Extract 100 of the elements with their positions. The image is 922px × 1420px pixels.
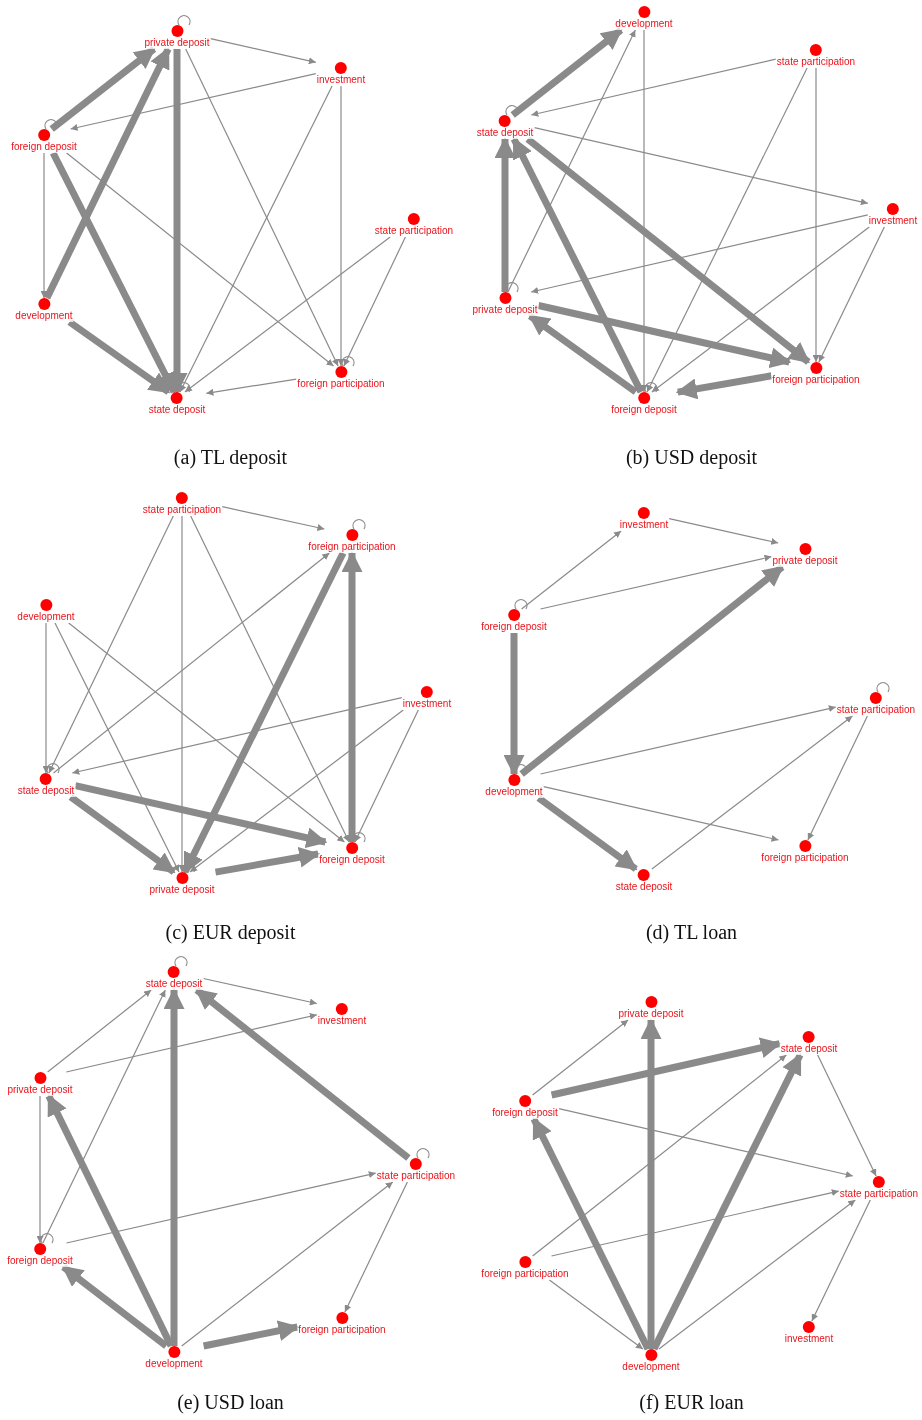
arrow (36, 1095, 44, 1244)
node-label: state deposit (147, 404, 207, 416)
arrow (532, 1019, 629, 1096)
arrow (658, 1199, 856, 1350)
node-label: foreign participation (296, 378, 386, 390)
arrow (65, 1012, 318, 1073)
node-label: development (484, 786, 544, 798)
self-loop (505, 105, 519, 116)
arrow (48, 515, 174, 774)
arrow (532, 1054, 787, 1257)
arrow (163, 987, 185, 1346)
node-label: investment (867, 215, 919, 227)
arrow (811, 1199, 871, 1322)
arrow (640, 1017, 662, 1349)
node-label: foreign deposit (610, 404, 678, 416)
arrow (510, 137, 645, 394)
node-label: state participation (835, 704, 917, 716)
node-label: private deposit (148, 884, 216, 896)
arrow (70, 73, 317, 131)
arrow (539, 705, 837, 775)
node-label: state deposit (144, 978, 204, 990)
self-loop (352, 832, 366, 843)
arrow (537, 302, 792, 369)
arrow (65, 1171, 377, 1244)
arrow (550, 1037, 782, 1099)
arrow (71, 697, 403, 775)
arrow (807, 715, 868, 841)
self-loop (44, 119, 58, 130)
arrow (510, 27, 624, 118)
self-loop (46, 763, 60, 774)
arrow (221, 506, 325, 531)
arrow (343, 236, 406, 367)
node-label: private deposit (617, 1008, 685, 1020)
node-label: private deposit (471, 304, 539, 316)
arrow (54, 622, 180, 873)
node-label: private deposit (143, 37, 211, 49)
self-loop (177, 15, 191, 26)
node-label: state deposit (614, 881, 674, 893)
self-loop (352, 519, 366, 530)
node-label: state deposit (475, 127, 535, 139)
arrow (539, 554, 773, 610)
arrow (43, 47, 172, 300)
node-label: foreign participation (480, 1268, 570, 1280)
figure-caption: (a) TL deposit (173, 445, 288, 469)
arrow (354, 709, 419, 843)
node-label: state deposit (779, 1043, 839, 1055)
arrow (527, 313, 638, 395)
arrow (530, 214, 869, 294)
arrow (185, 48, 339, 367)
arrow (521, 530, 622, 610)
arrow (52, 552, 330, 774)
node-label: investment (316, 1015, 368, 1027)
arrow (550, 1189, 840, 1257)
arrow (179, 85, 333, 393)
node-label: investment (618, 519, 670, 531)
node-label: state participation (141, 504, 223, 516)
arrow (68, 622, 345, 843)
arrow (214, 846, 321, 876)
node-label: investment (783, 1333, 835, 1345)
figure-caption: (c) EUR deposit (165, 920, 296, 944)
node-label: foreign participation (297, 1324, 387, 1336)
node-label: state participation (375, 1170, 457, 1182)
arrow (42, 989, 166, 1244)
arrow (337, 85, 345, 367)
node-label: development (14, 310, 74, 322)
self-loop (644, 382, 658, 393)
arrow (49, 151, 178, 394)
arrow (640, 29, 648, 393)
arrow (181, 1181, 394, 1347)
node-label: state participation (373, 225, 455, 237)
node-label: foreign deposit (10, 141, 78, 153)
arrow (548, 1279, 644, 1350)
arrow (533, 127, 869, 206)
arrow (530, 58, 777, 117)
arrow (178, 515, 186, 873)
node-label: development (614, 18, 674, 30)
node-label: investment (315, 74, 367, 86)
node-label: foreign participation (307, 541, 397, 553)
self-loop (341, 356, 355, 367)
node-label: state participation (838, 1188, 920, 1200)
arrow (209, 38, 317, 65)
node-label: foreign deposit (318, 854, 386, 866)
arrow (194, 987, 411, 1161)
node-label: development (16, 611, 76, 623)
arrow (525, 136, 811, 365)
arrow (558, 1108, 854, 1178)
node-label: private deposit (771, 555, 839, 567)
self-loop (505, 282, 519, 293)
node-label: foreign participation (771, 374, 861, 386)
node-label: foreign deposit (480, 621, 548, 633)
arrow (67, 319, 171, 395)
arrow (40, 152, 48, 299)
arrow (184, 236, 391, 393)
arrow (47, 989, 152, 1073)
arrow (503, 633, 525, 777)
node-label: foreign participation (760, 852, 850, 864)
arrow (74, 782, 328, 849)
arrow (494, 136, 516, 292)
self-loop (514, 599, 528, 610)
figure-caption: (b) USD deposit (625, 445, 758, 469)
